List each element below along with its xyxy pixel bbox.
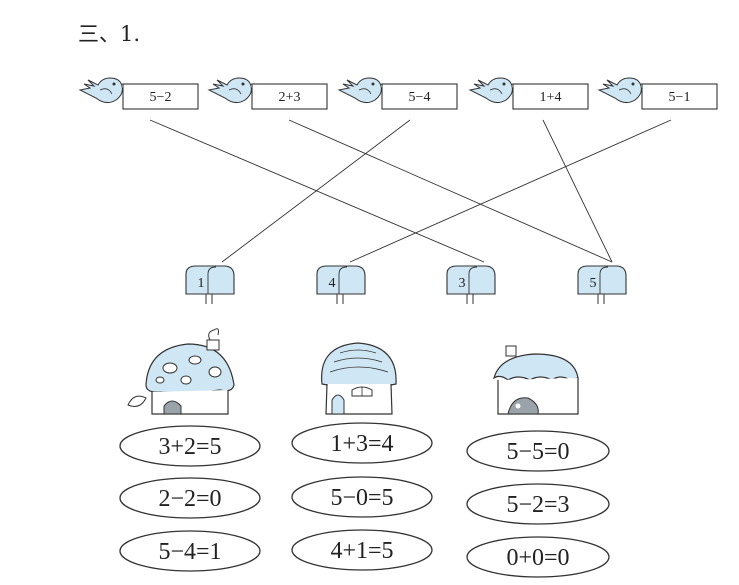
- bird-icon: [80, 78, 127, 103]
- connection-line: [350, 120, 671, 262]
- mailbox-icon: 5: [578, 266, 626, 304]
- bird-icon: [470, 78, 517, 103]
- mailbox-icon: 3: [447, 266, 495, 304]
- bird-card: 1+4: [470, 78, 588, 109]
- connection-line: [222, 120, 410, 262]
- mailbox-row: 1 4 3 5: [186, 266, 626, 304]
- bird-card: 5−2: [80, 78, 198, 109]
- equation-text: 5−4=1: [158, 539, 221, 565]
- mailbox-number: 5: [590, 276, 597, 291]
- equation-oval: 3+2=5: [120, 426, 260, 466]
- expression-label: 5−4: [409, 90, 431, 105]
- expression-label: 5−1: [669, 90, 691, 105]
- mailbox-number: 1: [198, 276, 205, 291]
- round-hut-icon: [322, 343, 396, 414]
- equation-text: 2−2=0: [158, 486, 221, 512]
- equation-text: 3+2=5: [158, 434, 221, 460]
- equation-oval: 2−2=0: [120, 478, 260, 518]
- connection-line: [289, 120, 612, 262]
- bird-card: 5−1: [599, 78, 717, 109]
- mailbox-icon: 4: [317, 266, 365, 304]
- equation-oval: 5−2=3: [467, 484, 609, 524]
- equation-oval: 4+1=5: [292, 530, 432, 570]
- expression-label: 2+3: [279, 90, 301, 105]
- mailbox-number: 4: [329, 276, 336, 291]
- equation-text: 4+1=5: [330, 538, 393, 564]
- bird-card: 5−4: [339, 78, 457, 109]
- connection-lines: [150, 120, 671, 262]
- expression-label: 1+4: [540, 90, 562, 105]
- thatched-house-icon: [494, 346, 578, 414]
- equation-text: 5−5=0: [506, 439, 569, 465]
- equation-oval: 5−4=1: [120, 531, 260, 571]
- mushroom-house-icon: [128, 329, 234, 414]
- expression-label: 5−2: [150, 90, 172, 105]
- equation-text: 1+3=4: [330, 431, 393, 457]
- bird-row: 5−2 2+3 5−4 1+4 5−1: [80, 78, 717, 109]
- mailbox-number: 3: [459, 276, 466, 291]
- equation-ellipses: 3+2=5 2−2=0 5−4=1 1+3=4 5−0=5 4+1=5 5−5=0 5−2=3…: [120, 423, 609, 577]
- mailbox-icon: 1: [186, 266, 234, 304]
- equation-oval: 5−5=0: [467, 431, 609, 471]
- equation-oval: 5−0=5: [292, 477, 432, 517]
- bird-icon: [209, 78, 256, 103]
- equation-text: 5−0=5: [330, 485, 393, 511]
- equation-text: 0+0=0: [506, 545, 569, 571]
- equation-text: 5−2=3: [506, 492, 569, 518]
- equation-oval: 1+3=4: [292, 423, 432, 463]
- bird-icon: [339, 78, 386, 103]
- connection-line: [150, 120, 484, 262]
- connection-line: [543, 120, 612, 262]
- bird-icon: [599, 78, 646, 103]
- bird-card: 2+3: [209, 78, 327, 109]
- equation-oval: 0+0=0: [467, 537, 609, 577]
